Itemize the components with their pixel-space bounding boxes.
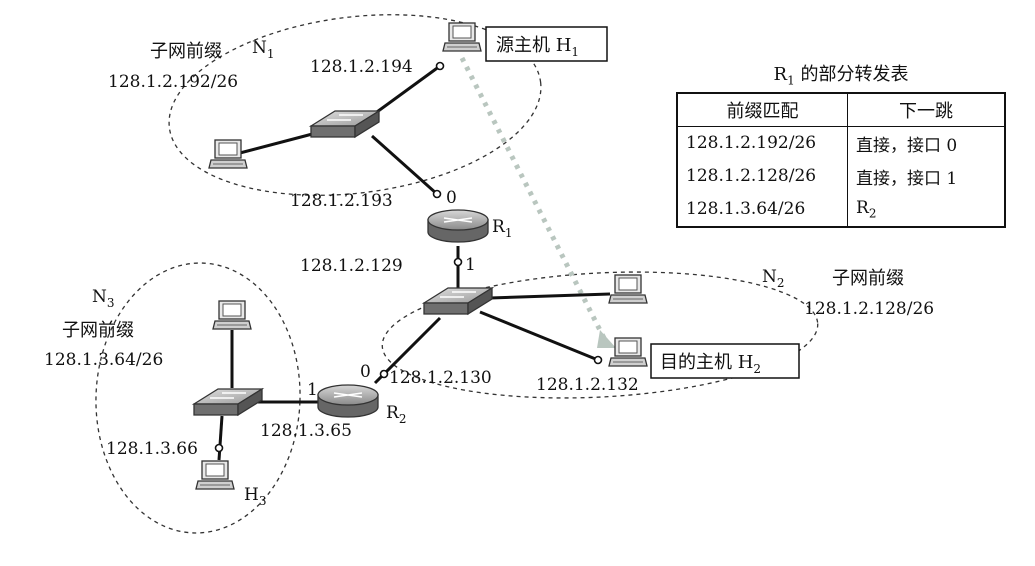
addr-r1-if1: 128.1.2.129	[300, 256, 403, 276]
route-arrow	[459, 56, 609, 344]
host-h3-icon	[195, 460, 235, 490]
table-cell-next-hop: R2	[856, 197, 877, 221]
table-row: 128.1.2.192/26 直接，接口 0	[677, 126, 1005, 160]
port-r1-if0	[432, 189, 442, 199]
subnet-n3-cloud	[95, 262, 301, 534]
port-num-r2-if1: 1	[307, 380, 318, 400]
link-switch1-r1	[371, 134, 438, 196]
host-pc-n1-icon	[208, 139, 248, 169]
port-h2	[593, 355, 603, 365]
host-h1-box	[485, 26, 608, 62]
switch-n3-icon	[193, 388, 263, 416]
table-cell-next-hop: 直接，接口 0	[856, 135, 958, 156]
router-r1-icon	[427, 209, 489, 243]
forwarding-table-title: R1 的部分转发表	[773, 64, 909, 88]
host-pc-n3-icon	[212, 300, 252, 330]
link-pc-switch1	[235, 130, 321, 156]
link-pc-switch2	[489, 292, 611, 300]
subnet-n2-cloud	[381, 271, 819, 399]
table-row: 128.1.3.64/26 R2	[677, 192, 1005, 227]
addr-r1-if0: 128.1.2.193	[290, 191, 393, 211]
host-h2-label: 目的主机 H2	[660, 352, 761, 376]
link-h1-switch1	[369, 64, 441, 119]
port-h3	[214, 443, 224, 453]
subnet-n1-caption: 子网前缀	[150, 41, 222, 62]
host-h3-label: H3	[244, 485, 266, 508]
host-h1-label: 源主机 H1	[496, 35, 579, 59]
port-r1-if1	[453, 257, 463, 267]
forwarding-table: R1 的部分转发表 前缀匹配 下一跳 128.1.2.192/26 直接，接口 …	[676, 60, 1006, 228]
addr-r2-if1: 128.1.3.65	[260, 421, 352, 441]
table-cell-prefix: 128.1.2.128/26	[677, 159, 848, 193]
subnet-n1-name: N1	[252, 38, 275, 61]
link-switch3-h3	[217, 415, 224, 461]
table-header-row: 前缀匹配 下一跳	[677, 92, 1005, 127]
table-row: 128.1.2.128/26 直接，接口 1	[677, 159, 1005, 193]
subnet-n3-prefix: 128.1.3.64/26	[44, 350, 163, 370]
router-r2-icon	[317, 384, 379, 418]
table-header-next-hop: 下一跳	[847, 92, 1005, 127]
router-r2-label: R2	[386, 403, 406, 426]
port-num-r1-if1: 1	[465, 255, 476, 275]
port-num-r2-if0: 0	[360, 362, 371, 382]
table-header-prefix: 前缀匹配	[677, 92, 848, 127]
subnet-n3-caption: 子网前缀	[62, 320, 134, 341]
host-h2-box	[650, 343, 800, 379]
port-r2-if0	[379, 369, 389, 379]
subnet-n3-name: N3	[92, 287, 115, 310]
port-num-r1-if0: 0	[446, 188, 457, 208]
subnet-n2-caption: 子网前缀	[832, 268, 904, 289]
addr-r2-if0: 128.1.2.130	[389, 368, 492, 388]
route-arrowhead	[597, 330, 616, 348]
table-cell-prefix: 128.1.2.192/26	[677, 126, 848, 160]
table-cell-prefix: 128.1.3.64/26	[677, 192, 848, 227]
link-switch2-h2	[479, 310, 599, 362]
forwarding-table-grid: 前缀匹配 下一跳 128.1.2.192/26 直接，接口 0 128.1.2.…	[676, 91, 1006, 228]
table-cell-next-hop: 直接，接口 1	[856, 168, 958, 189]
subnet-n1-prefix: 128.1.2.192/26	[108, 72, 238, 92]
host-pc-n2-icon	[608, 274, 648, 304]
addr-h2: 128.1.2.132	[536, 375, 639, 395]
switch-n1-icon	[310, 110, 380, 138]
subnet-n1-cloud	[168, 14, 542, 196]
host-h1-icon	[442, 22, 482, 52]
switch-n2-icon	[423, 287, 493, 315]
addr-h3: 128.1.3.66	[106, 439, 198, 459]
subnet-n2-prefix: 128.1.2.128/26	[804, 299, 934, 319]
subnet-n2-name: N2	[762, 267, 785, 290]
addr-h1: 128.1.2.194	[310, 57, 413, 77]
router-r1-label: R1	[492, 217, 512, 240]
port-h1	[435, 61, 445, 71]
host-h2-icon	[608, 337, 648, 367]
